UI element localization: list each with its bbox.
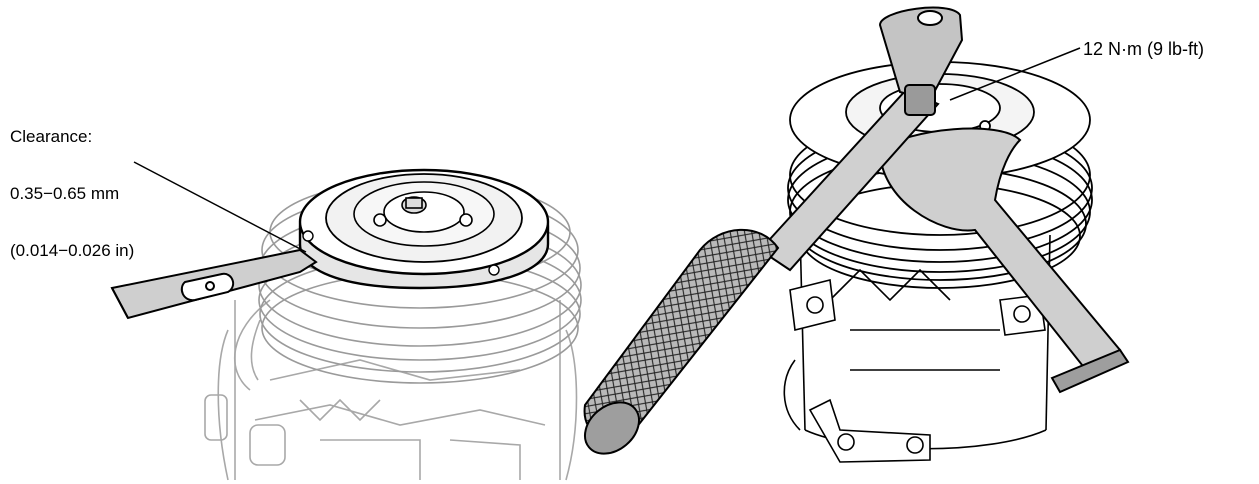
compressor-body-faded <box>204 299 578 481</box>
clearance-title: Clearance: <box>10 127 93 146</box>
torque-callout: 12 N·m (9 lb-ft) <box>1083 39 1205 59</box>
torque-leader-line <box>949 47 1081 101</box>
left-panel-compressor <box>110 161 582 481</box>
clearance-in: (0.014−0.026 in) <box>10 241 135 260</box>
holder-tool <box>878 127 1130 394</box>
torque-wrench <box>583 6 964 455</box>
clearance-callout: Clearance: 0.35−0.65 mm (0.014−0.026 in) <box>10 89 134 279</box>
clearance-mm: 0.35−0.65 mm <box>10 184 120 203</box>
feeler-gauge-blade <box>110 248 318 320</box>
clearance-leader-line <box>133 161 307 253</box>
right-panel-compressor <box>583 6 1130 463</box>
clutch-hub-plate <box>298 168 550 290</box>
